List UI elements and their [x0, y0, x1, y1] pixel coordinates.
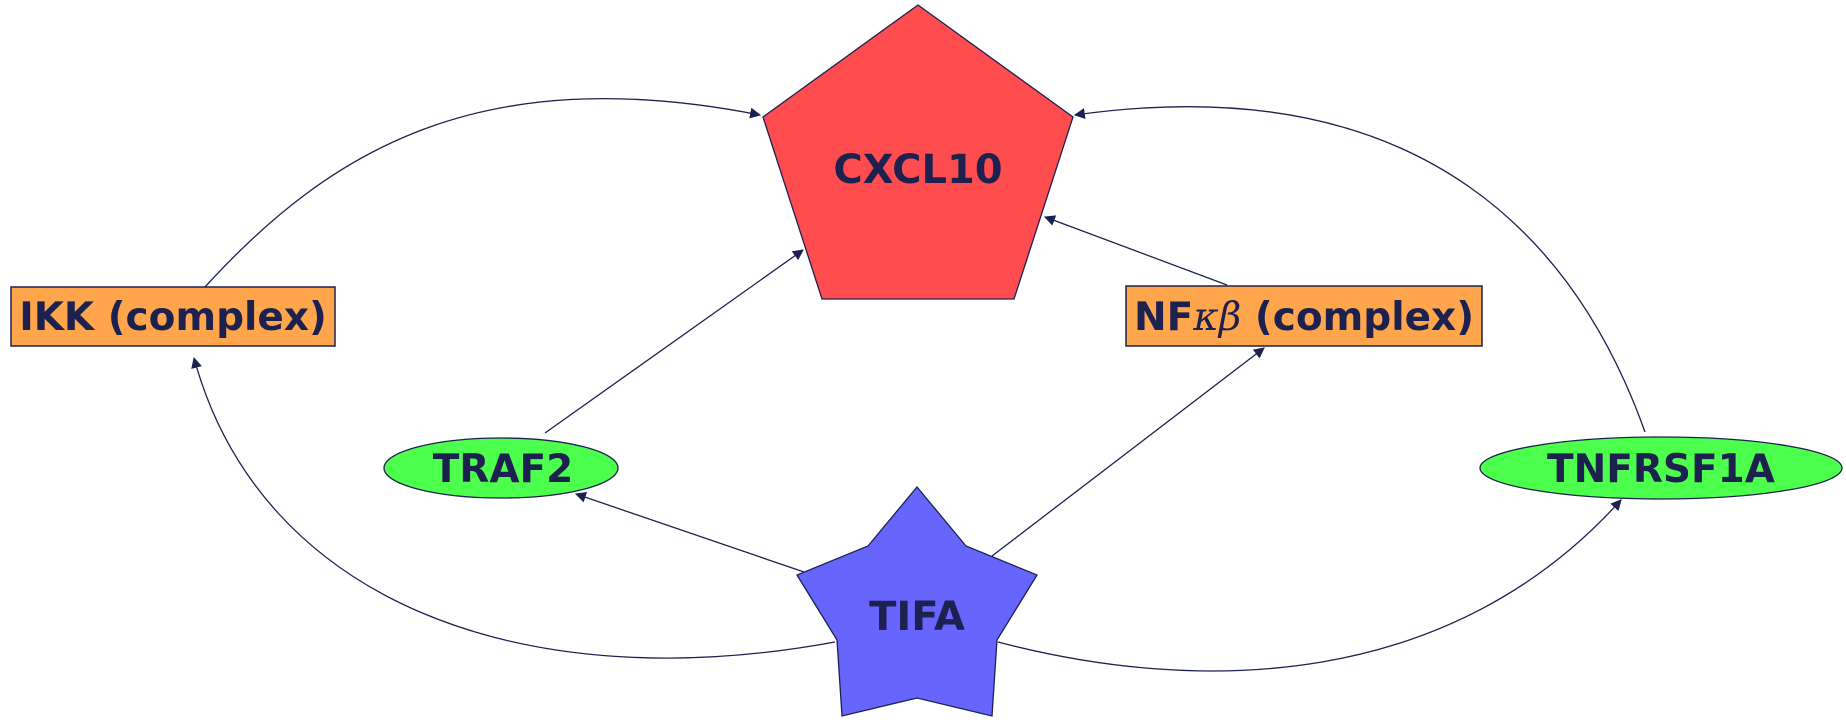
node-label-cxcl10: CXCL10 — [833, 147, 1002, 193]
edge-tifa-to-tnfrsf1a — [997, 499, 1622, 672]
label-suffix: (complex) — [1241, 295, 1474, 340]
node-label-tifa: TIFA — [869, 594, 965, 640]
edge-tifa-to-traf2 — [574, 492, 805, 573]
edge-tifa-to-ikk — [191, 356, 836, 659]
node-cxcl10: CXCL10 — [762, 4, 1074, 300]
label-greek: κβ — [1192, 295, 1241, 340]
edges — [191, 98, 1646, 672]
node-label-tnfrsf1a: TNFRSF1A — [1547, 447, 1775, 492]
edge-nfkb-to-cxcl10 — [1043, 215, 1228, 286]
pentagon-shape — [762, 4, 1074, 300]
node-label-traf2: TRAF2 — [433, 447, 574, 492]
edge-traf2-to-cxcl10 — [544, 249, 804, 434]
node-traf2: TRAF2 — [383, 437, 619, 499]
ellipse-shape — [383, 437, 619, 499]
star-shape — [796, 485, 1038, 717]
rectangle-shape — [10, 286, 336, 347]
edge-ikk-to-cxcl10 — [204, 98, 762, 288]
node-nfkb: NFκβ (complex) — [1125, 285, 1483, 347]
node-label-ikk: IKK (complex) — [19, 295, 327, 340]
node-tifa: TIFA — [796, 485, 1038, 717]
node-label-nfkb: NFκβ (complex) — [1134, 295, 1474, 340]
node-ikk: IKK (complex) — [10, 286, 336, 347]
node-tnfrsf1a: TNFRSF1A — [1479, 436, 1843, 500]
label-prefix: NF — [1134, 295, 1193, 340]
edge-tifa-to-nfkb — [991, 347, 1265, 557]
ellipse-shape — [1479, 436, 1843, 500]
edge-tnfrsf1a-to-cxcl10 — [1073, 106, 1646, 433]
rectangle-shape — [1125, 285, 1483, 347]
